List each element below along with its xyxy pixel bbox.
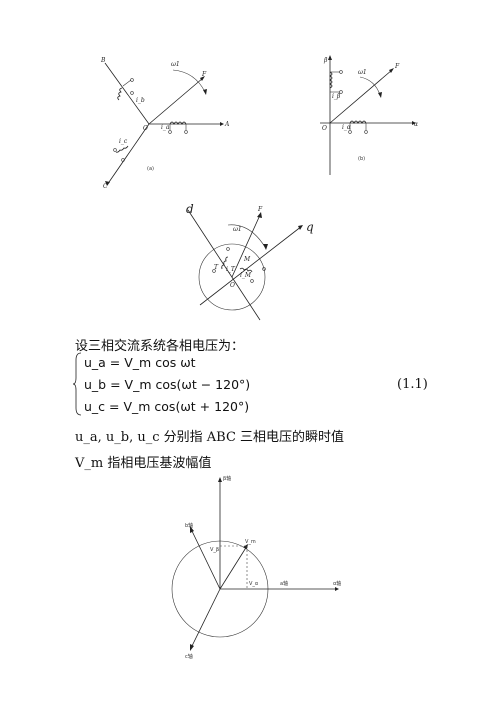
label-c: C [103, 183, 108, 190]
q-axis-line [199, 225, 303, 306]
label-f: F [257, 206, 263, 213]
caption-b: (b) [358, 156, 365, 162]
equation-ub: u_b = V_m cos(ωt − 120°) [84, 377, 251, 392]
equation-number: (1.1) [397, 377, 428, 392]
phase-c-coil [115, 145, 129, 153]
label-alpha-axis: α轴 [333, 580, 341, 587]
label-b-axis: b轴 [185, 522, 193, 529]
rotation-arc [227, 224, 266, 248]
label-it: i_T [226, 266, 236, 273]
label-m: M [243, 256, 251, 263]
line-instantaneous: u_a, u_b, u_c 分别指 ABC 三相电压的瞬时值 [75, 430, 345, 445]
beta-coil [329, 71, 333, 89]
label-ia: i_a [161, 124, 170, 131]
label-beta-axis: β轴 [223, 475, 231, 482]
label-valpha: V_α [249, 581, 259, 587]
figure-a-three-phase-windings: B A C F O ω1 i_a i_b i_c (a) [100, 57, 230, 190]
f-vector [329, 69, 393, 124]
label-o: O [322, 125, 327, 132]
intro-text: 设三相交流系统各相电压为： [75, 339, 245, 354]
label-b: B [100, 57, 106, 64]
label-im: i_M [240, 272, 252, 279]
b-axis-line [190, 528, 221, 590]
phase-b-coil [117, 87, 123, 101]
f-vector [231, 214, 261, 278]
caption-a: (a) [147, 166, 154, 172]
label-beta: β [323, 57, 328, 64]
figure-b-two-phase-windings: β α F O ω1 i_β i_α (b) [320, 55, 418, 175]
label-vm: V_m [245, 539, 256, 545]
label-o: O [230, 282, 235, 289]
figure-d-vector-decomposition: β轴 α轴 b轴 c轴 a轴 V_m V_β V_α [171, 475, 341, 660]
label-c-axis: c轴 [185, 653, 193, 660]
label-ialpha: i_α [342, 124, 351, 131]
label-t: T [214, 264, 219, 271]
label-ibeta: i_β [332, 93, 341, 100]
label-omega: ω1 [233, 226, 242, 233]
equation-brace [72, 352, 82, 416]
phase-a-coil [169, 121, 187, 125]
label-q: q [306, 220, 314, 234]
equation-ua: u_a = V_m cos ωt [84, 355, 196, 370]
label-alpha: α [414, 121, 418, 128]
label-f: F [394, 63, 400, 70]
label-vbeta: V_β [210, 547, 219, 553]
rotation-arc [359, 76, 381, 96]
label-f: F [201, 71, 207, 78]
rotor-circle [198, 243, 266, 311]
label-ib: i_b [136, 97, 145, 104]
alpha-coil [349, 120, 367, 124]
label-a-axis: a轴 [280, 580, 288, 587]
b-axis-line [104, 62, 150, 125]
t-coil [221, 256, 229, 270]
label-omega: ω1 [358, 69, 367, 76]
m-coil [239, 267, 253, 273]
c-axis-line [106, 123, 150, 186]
rotation-arc [172, 69, 206, 93]
figure-c-rotating-frame: d q F O ω1 T M i_T i_M [186, 202, 314, 321]
label-omega: ω1 [171, 61, 180, 68]
label-a: A [224, 121, 230, 128]
c-axis-line [190, 588, 221, 649]
label-d: d [186, 202, 194, 216]
f-vector [148, 77, 204, 125]
equation-uc: u_c = V_m cos(ωt + 120°) [84, 399, 250, 414]
vm-vector [219, 545, 248, 590]
line-amplitude: V_m 指相电压基波幅值 [75, 456, 212, 471]
label-o: O [143, 125, 148, 132]
label-ic: i_c [119, 138, 128, 145]
